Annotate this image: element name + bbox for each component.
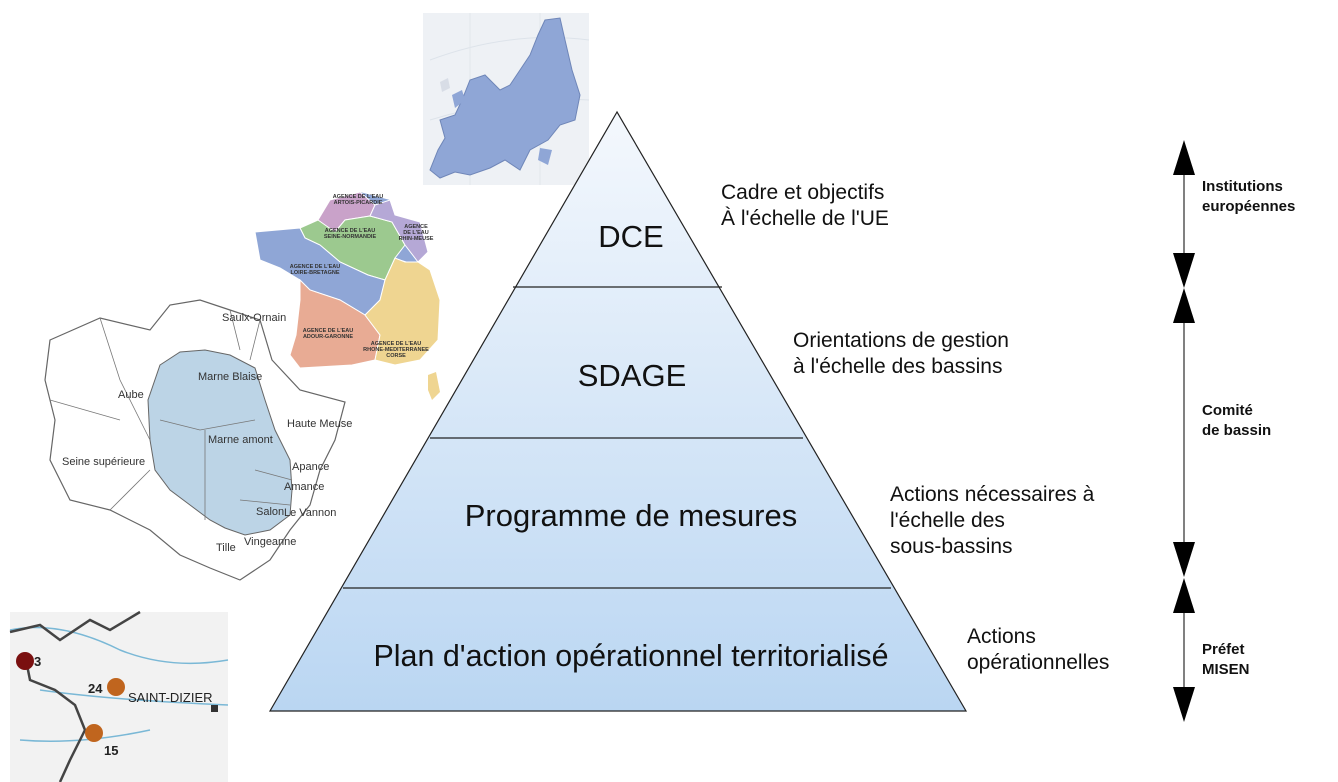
arrow-down-icon — [1173, 542, 1195, 577]
arrow-up-icon — [1173, 578, 1195, 613]
local-territory-map-icon: 3 24 15 SAINT-DIZIER — [9, 610, 229, 782]
level-label-dce: DCE — [598, 219, 663, 254]
map-label: Saulx-Ornain — [222, 312, 286, 324]
level-label-sdage: SDAGE — [578, 358, 687, 393]
map-label: Le Vannon — [284, 507, 336, 519]
institution-label-comite: Comité de bassin — [1202, 402, 1272, 439]
map-label: Amance — [284, 481, 324, 493]
level-description-programme: Actions nécessaires à l'échelle des sous… — [890, 483, 1095, 558]
map-label: Apance — [292, 461, 329, 473]
europe-map-icon — [423, 13, 590, 185]
marker-label: 3 — [34, 654, 41, 669]
arrow-down-icon — [1173, 687, 1195, 722]
map-label: Haute Meuse — [287, 418, 352, 430]
level-label-programme: Programme de mesures — [465, 498, 798, 533]
level-description-sdage: Orientations de gestion à l'échelle des … — [793, 329, 1009, 378]
pyramid: DCE SDAGE Programme de mesures Plan d'ac… — [268, 110, 968, 712]
arrow-up-icon — [1173, 140, 1195, 175]
institution-label-eu: Institutions européennes — [1202, 178, 1296, 215]
level-description-dce: Cadre et objectifs À l'échelle de l'UE — [721, 181, 889, 230]
town-label: SAINT-DIZIER — [128, 690, 213, 705]
map-label: Vingeanne — [244, 536, 296, 548]
map-label: Tille — [216, 542, 236, 554]
map-label: Salon — [256, 506, 284, 518]
level-label-plan-action: Plan d'action opérationnel territorialis… — [374, 638, 889, 673]
map-label: Marne Blaise — [198, 371, 262, 383]
institution-label-prefet: Préfet MISEN — [1202, 641, 1250, 678]
marker-label: 24 — [88, 681, 103, 696]
level-description-plan-action: Actions opérationnelles — [967, 625, 1110, 674]
institution-arrows — [1173, 140, 1195, 722]
marker-label: 15 — [104, 743, 118, 758]
pyramid-shape — [268, 110, 968, 712]
map-label: Seine supérieure — [62, 456, 145, 468]
map-label: Aube — [118, 389, 144, 401]
map-label: Marne amont — [208, 434, 273, 446]
arrow-up-icon — [1173, 288, 1195, 323]
arrow-down-icon — [1173, 253, 1195, 288]
sub-basins-map-icon: Saulx-Ornain Marne Blaise Aube Haute Meu… — [44, 299, 352, 581]
